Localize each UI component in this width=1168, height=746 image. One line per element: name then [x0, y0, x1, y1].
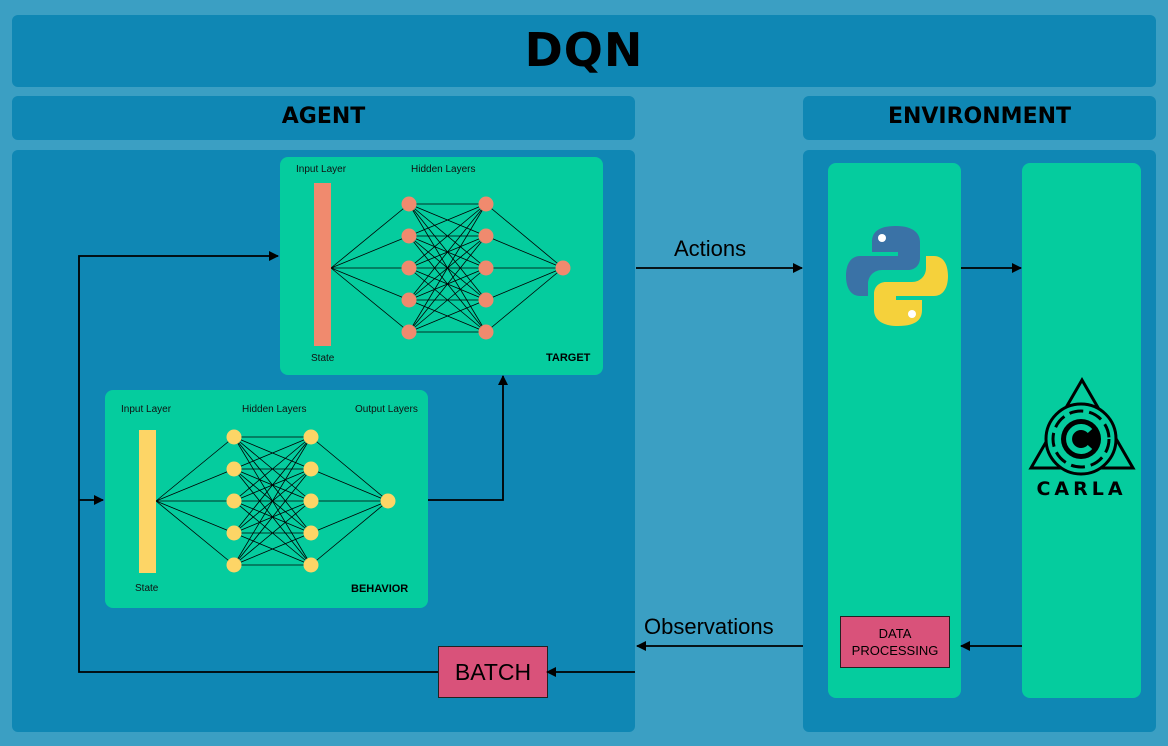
target-edge: [408, 203, 487, 333]
behavior-network: [139, 429, 396, 573]
target-edge: [408, 203, 487, 237]
target-edge: [330, 267, 410, 301]
behavior-hidden-node: [303, 557, 319, 573]
behavior-hidden-node: [226, 557, 242, 573]
data-processing-box: DATA PROCESSING: [840, 616, 950, 668]
python-card: [828, 163, 961, 698]
observations-label: Observations: [644, 614, 774, 639]
target-hidden-layers-label: Hidden Layers: [411, 164, 476, 175]
carla-logo-icon: [1028, 377, 1136, 476]
target-hidden-node: [478, 228, 494, 244]
target-edge: [408, 203, 487, 269]
target-edge: [330, 267, 410, 333]
agent-header-label: AGENT: [281, 104, 366, 129]
target-input-layer-bar: [314, 183, 331, 346]
behavior-edge: [233, 436, 312, 534]
target-hidden-node: [478, 196, 494, 212]
target-edge: [485, 235, 564, 269]
target-network: [314, 183, 571, 346]
behavior-hidden-node: [226, 429, 242, 445]
page-title: DQN: [524, 23, 644, 77]
target-edge: [330, 203, 410, 269]
behavior-input-layer-label: Input Layer: [121, 404, 172, 415]
target-edge: [485, 203, 564, 269]
behavior-hidden-layers-label: Hidden Layers: [242, 404, 307, 415]
behavior-hidden-node: [226, 525, 242, 541]
environment-header: ENVIRONMENT: [803, 96, 1156, 140]
target-tag: TARGET: [546, 352, 591, 364]
target-hidden-node: [478, 260, 494, 276]
actions-label: Actions: [674, 236, 747, 261]
python-logo-icon: [846, 226, 948, 326]
target-output-node: [555, 260, 571, 276]
target-edge: [485, 267, 564, 333]
behavior-edge: [233, 436, 312, 470]
data-processing-line-2: PROCESSING: [851, 643, 939, 658]
behavior-input-layer-bar: [139, 430, 156, 573]
target-hidden-node: [478, 292, 494, 308]
behavior-edge: [155, 500, 235, 566]
target-hidden-node: [401, 260, 417, 276]
behavior-hidden-node: [303, 429, 319, 445]
target-hidden-node: [478, 324, 494, 340]
behavior-hidden-node: [226, 461, 242, 477]
title-bar: DQN: [12, 15, 1156, 87]
behavior-edge: [233, 500, 312, 566]
behavior-edge: [310, 468, 389, 502]
behavior-edge: [233, 436, 312, 566]
batch-loop-line: [78, 251, 438, 673]
data-processing-line-1: DATA: [878, 626, 912, 641]
behavior-edge: [233, 436, 312, 502]
behavior-edge: [233, 468, 312, 566]
behavior-hidden-node: [303, 461, 319, 477]
behavior-edge: [155, 500, 235, 534]
behavior-state-label: State: [135, 583, 159, 594]
target-hidden-node: [401, 196, 417, 212]
environment-header-label: ENVIRONMENT: [887, 104, 1072, 129]
target-hidden-node: [401, 324, 417, 340]
target-edge: [408, 267, 487, 333]
behavior-edge: [310, 500, 389, 566]
behavior-edge: [155, 436, 235, 502]
carla-logo-text: CARLA: [1036, 478, 1127, 500]
behavior-hidden-node: [226, 493, 242, 509]
target-input-layer-label: Input Layer: [296, 164, 347, 175]
behavior-hidden-node: [303, 525, 319, 541]
target-edge: [330, 235, 410, 269]
behavior-output-layers-label: Output Layers: [355, 404, 418, 415]
behavior-hidden-node: [303, 493, 319, 509]
behavior-edge: [310, 500, 389, 534]
behavior-edge: [310, 436, 389, 502]
agent-header: AGENT: [12, 96, 635, 140]
behavior-edge: [233, 532, 312, 566]
target-edge: [408, 299, 487, 333]
target-edge: [408, 203, 487, 301]
behavior-edge: [155, 468, 235, 502]
target-edge: [408, 235, 487, 333]
target-hidden-node: [401, 228, 417, 244]
behavior-to-target-arrow: [428, 375, 508, 501]
behavior-tag: BEHAVIOR: [351, 583, 409, 595]
target-state-label: State: [311, 353, 335, 364]
batch-box: BATCH: [438, 646, 548, 698]
target-edge: [485, 267, 564, 301]
behavior-output-node: [380, 493, 396, 509]
target-hidden-node: [401, 292, 417, 308]
